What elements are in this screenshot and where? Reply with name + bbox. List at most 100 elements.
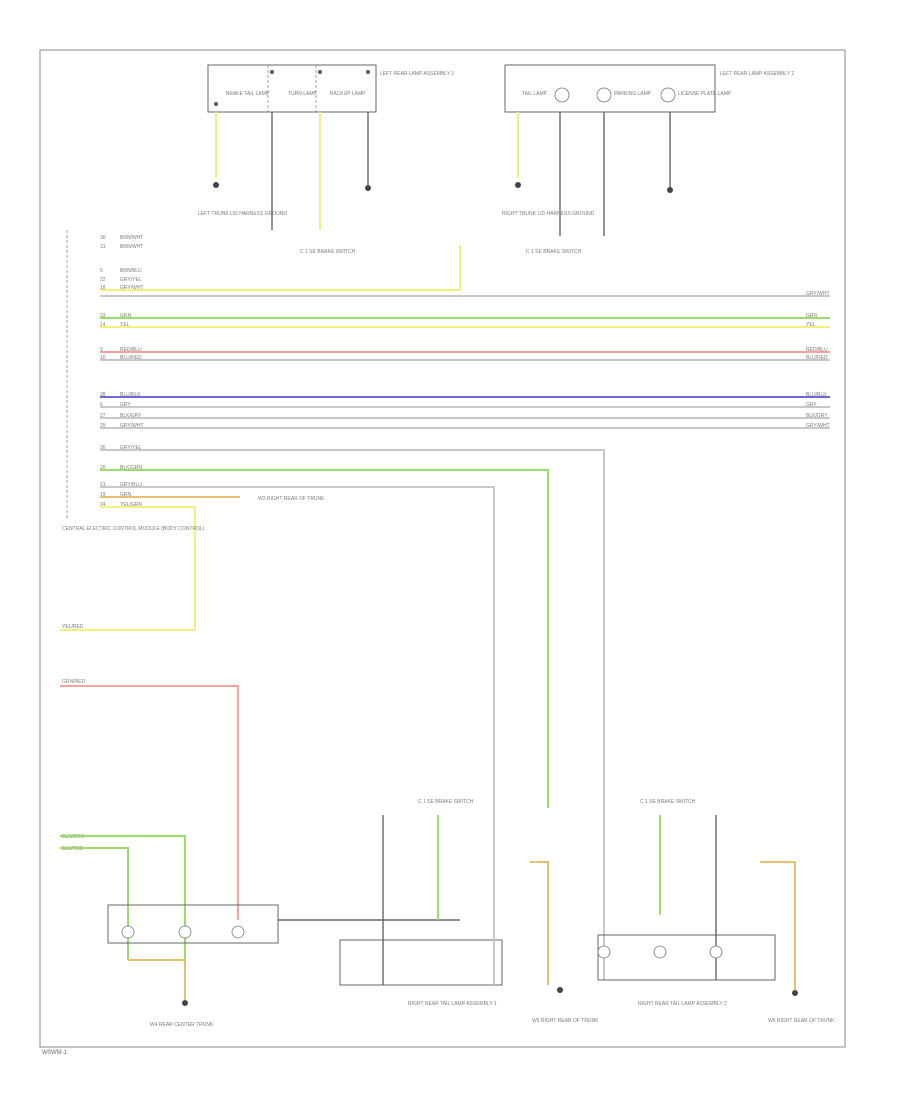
side-label-grn-red: GRN/RED [62, 679, 85, 685]
right-tail-lamp-2-label: RIGHT REAR TAIL LAMP ASSEMBLY 2 [638, 1001, 727, 1007]
harness-pin-10: 6 [100, 402, 103, 408]
wire-green-bl [60, 835, 186, 960]
harness-color-13: GRY/YEL [120, 445, 142, 451]
wire-orange-bm [530, 861, 549, 985]
harness-color-5: GRN [120, 313, 132, 319]
right-rear-tail-lamp-2-box [597, 934, 776, 981]
assembly-label-1: LEFT REAR LAMP ASSEMBLY 1 [380, 71, 454, 77]
side-label-yel-red: YEL/RED [62, 624, 84, 630]
harness-color-2: BRN/BLU [120, 268, 142, 274]
mid-ground-label: W2 RIGHT REAR OF TRUNK [258, 496, 325, 502]
right-rear-tail-lamp-1-box [339, 939, 503, 986]
harness-color-8: BLU/RED [120, 355, 142, 361]
license-lamp-label: LICENSE PLATE LAMP [678, 91, 732, 97]
ground-label-right-trunk: RIGHT TRUNK LID HARNESS GROUND [502, 211, 595, 217]
ground-symbol-tr [515, 182, 521, 188]
backup-lamp-label-1: BACKUP LAMP [330, 91, 366, 97]
ground-symbol-tl-2 [365, 185, 371, 191]
wire-green-down [100, 469, 549, 808]
wire-orange-bl [128, 959, 186, 1000]
ground-symbol-bm [557, 987, 563, 993]
right-edge-label-5: BLU/BLK [806, 392, 827, 398]
harness-color-0: BRN/WHT [120, 235, 143, 241]
lamp-assembly-box-1 [207, 64, 377, 113]
harness-color-15: GRY/BLU [120, 482, 142, 488]
parking-lamp-label: PARKING LAMP [614, 91, 652, 97]
license-lamp-bulb [660, 87, 676, 103]
harness-pin-4: 18 [100, 285, 106, 291]
harness-color-10: GRY [120, 402, 131, 408]
harness-pin-14: 20 [100, 465, 106, 471]
harness-pin-1: 31 [100, 244, 106, 250]
right-ground-1-label: W5 RIGHT REAR OF TRUNK [532, 1018, 599, 1024]
right-edge-label-2: YEL [806, 322, 816, 328]
harness-pin-5: 33 [100, 313, 106, 319]
right-edge-label-4: BLU/RED [806, 355, 828, 361]
harness-pin-17: 24 [100, 502, 106, 508]
wire-grey-down-right [100, 449, 605, 862]
harness-pin-11: 27 [100, 413, 106, 419]
bulb-br-2 [653, 945, 667, 959]
harness-pin-15: 21 [100, 482, 106, 488]
harness-pin-16: 19 [100, 492, 106, 498]
harness-pin-9: 28 [100, 392, 106, 398]
page-id-label: W0WM-1 [42, 1050, 68, 1056]
ground-symbol-tr-2 [667, 187, 673, 193]
ground-symbol-bl [182, 1000, 188, 1006]
right-edge-label-8: GRY/WHT [806, 423, 830, 429]
right-edge-label-7: BLK/GRY [806, 413, 828, 419]
wire-yellow-left [60, 506, 196, 631]
harness-color-6: YEL [120, 322, 130, 328]
parking-lamp-bulb [596, 87, 612, 103]
left-rear-lamp-assembly-1: LEFT REAR LAMP ASSEMBLY 1 BRAKE TAIL LAM… [207, 64, 454, 113]
harness-color-7: RED/BLU [120, 347, 142, 353]
lamp-assembly-box-2 [504, 64, 716, 113]
harness-color-12: GRY/WHT [120, 423, 144, 429]
right-tail-lamp-1-label: RIGHT REAR TAIL LAMP ASSEMBLY 1 [408, 1001, 497, 1007]
harness-color-4: GRY/WHT [120, 285, 144, 291]
harness-pin-0: 30 [100, 235, 106, 241]
harness-color-3: GRY/YEL [120, 277, 142, 283]
harness-color-17: YEL/GRN [120, 502, 142, 508]
diagram-frame [39, 49, 846, 1048]
bulb-br-3 [709, 945, 723, 959]
brake-tail-lamp-label: BRAKE TAIL LAMP [226, 91, 270, 97]
assembly-label-2: LEFT REAR LAMP ASSEMBLY 2 [720, 71, 794, 77]
harness-pin-3: 22 [100, 277, 106, 283]
wire-grey-down [100, 486, 495, 862]
bottom-left-ground-label: W4 REAR CENTER TRUNK [150, 1022, 214, 1028]
right-edge-label-1: GRN [806, 313, 818, 319]
bulb-bl-1 [121, 925, 135, 939]
bulb-br-1 [597, 945, 611, 959]
wire-yellow-up [100, 245, 461, 291]
wire-red-left [60, 685, 239, 920]
harness-color-14: BLK/GRN [120, 465, 142, 471]
harness-color-9: BLU/BLK [120, 392, 141, 398]
right-ground-2-label: W6 RIGHT REAR OF TRUNK [768, 1018, 835, 1024]
splice-label-c: C 1 SE BRAKE SWITCH [418, 799, 474, 805]
splice-label-d: C 1 SE BRAKE SWITCH [640, 799, 696, 805]
harness-color-1: BRN/WHT [120, 244, 143, 250]
harness-pin-7: 9 [100, 347, 103, 353]
splice-label-a: C 1 SE BRAKE SWITCH [300, 249, 356, 255]
left-rear-lamp-assembly-2: LEFT REAR LAMP ASSEMBLY 2 TAIL LAMP PARK… [504, 64, 794, 113]
harness-pin-8: 10 [100, 355, 106, 361]
right-edge-label-0: GRY/WHT [806, 291, 830, 297]
right-edge-label-6: GRY [806, 402, 817, 408]
harness-pin-12: 25 [100, 423, 106, 429]
harness-pin-13: 26 [100, 445, 106, 451]
module-label: CENTRAL ELECTRIC CONTROL MODULE (BODY CO… [62, 526, 205, 532]
bulb-bl-2 [178, 925, 192, 939]
harness-pin-6: 14 [100, 322, 106, 328]
right-edge-label-3: RED/BLU [806, 347, 828, 353]
turn-lamp-label-1: TURN LAMP [288, 91, 318, 97]
harness-color-11: BLK/GRY [120, 413, 142, 419]
right-edge-labels: GRY/WHT GRN YEL RED/BLU BLU/RED BLU/BLK GRY BLK… [806, 291, 830, 429]
splice-label-b: C 1 SE BRAKE SWITCH [526, 249, 582, 255]
ground-label-left-trunk: LEFT TRUNK LID HARNESS GROUND [198, 211, 287, 217]
harness-color-16: GRN [120, 492, 132, 498]
ground-symbol-br [792, 990, 798, 996]
bottom-left-module [107, 904, 279, 944]
